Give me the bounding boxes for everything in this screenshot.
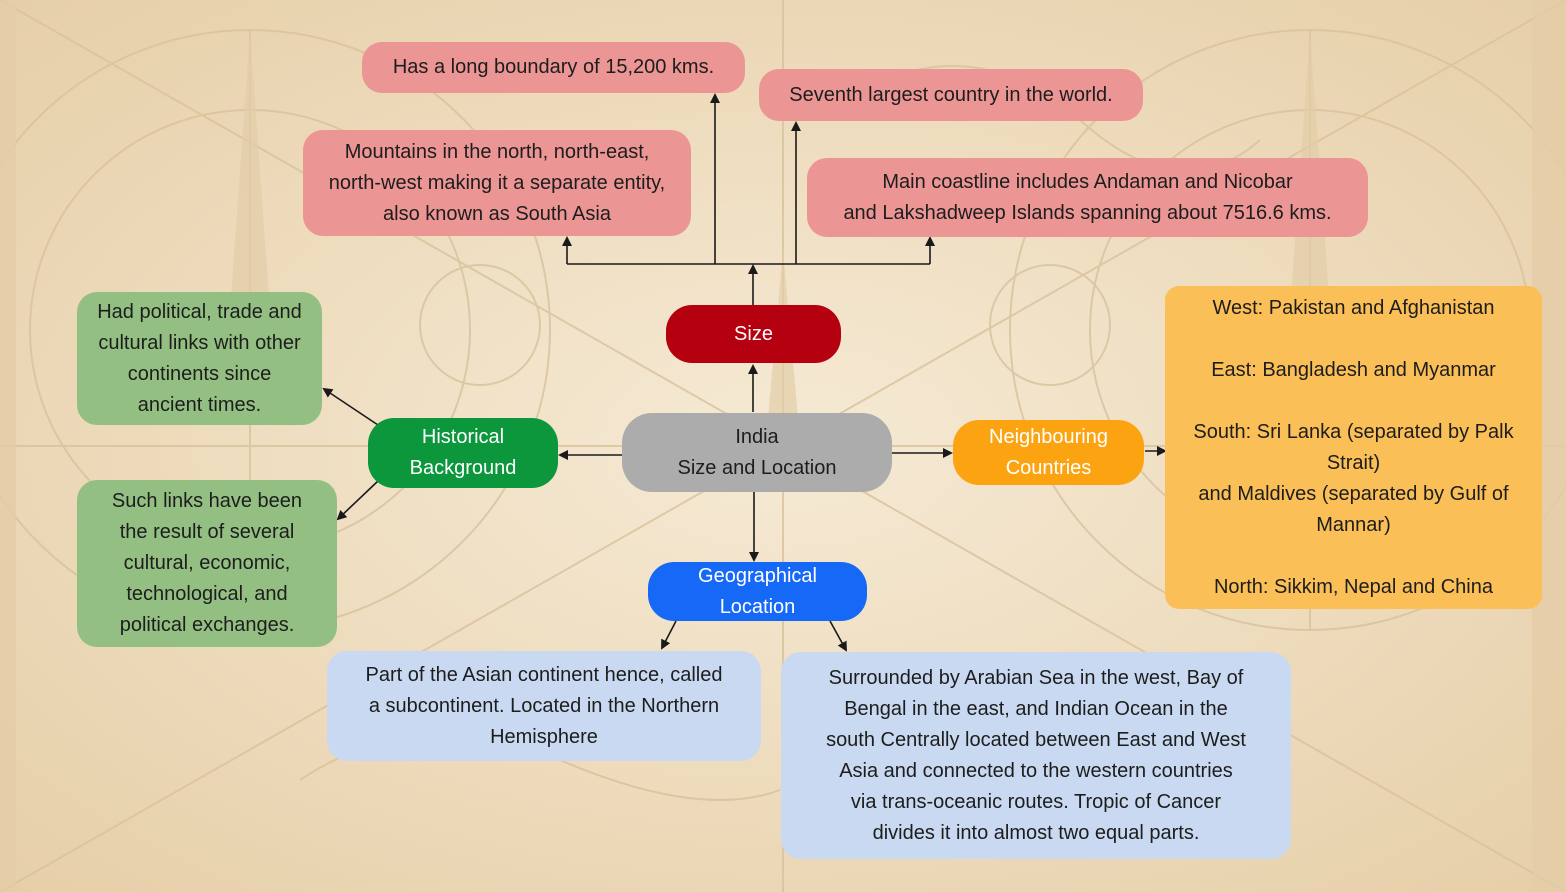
mountains-fact-line: north-west making it a separate entity, bbox=[328, 171, 666, 194]
historical-links-box: Had political, trade and cultural links … bbox=[77, 292, 322, 425]
coastline-fact-box: Main coastline includes Andaman and Nico… bbox=[807, 158, 1368, 237]
coastline-fact-line: and Lakshadweep Islands spanning about 7… bbox=[843, 201, 1332, 224]
coastline-fact-line: Main coastline includes Andaman and Nico… bbox=[882, 170, 1293, 193]
neighbour-east: East: Bangladesh and Myanmar bbox=[1211, 358, 1496, 381]
neighbouring-countries-node: Neighbouring Countries bbox=[953, 420, 1144, 485]
historical-background-node: Historical Background bbox=[368, 418, 558, 488]
surrounded-by-line: Surrounded by Arabian Sea in the west, B… bbox=[828, 666, 1244, 689]
historical-result-line: the result of several bbox=[119, 521, 295, 543]
neighbour-list-box: West: Pakistan and Afghanistan East: Ban… bbox=[1165, 286, 1542, 609]
surrounded-by-line: Asia and connected to the western countr… bbox=[839, 759, 1233, 782]
neighbour-south: and Maldives (separated by Gulf of bbox=[1198, 482, 1509, 505]
surrounded-by-line: via trans-oceanic routes. Tropic of Canc… bbox=[850, 790, 1222, 813]
neighbouring-node-label: Neighbouring bbox=[989, 425, 1108, 448]
surrounded-by-line: Bengal in the east, and Indian Ocean in … bbox=[844, 697, 1228, 720]
historical-links-line: Had political, trade and bbox=[97, 300, 302, 323]
historical-result-line: technological, and bbox=[126, 583, 288, 605]
historical-links-line: cultural links with other bbox=[98, 331, 301, 354]
historical-result-box: Such links have been the result of sever… bbox=[77, 480, 337, 647]
neighbouring-node-label: Countries bbox=[1005, 456, 1092, 479]
asian-continent-box: Part of the Asian continent hence, calle… bbox=[327, 651, 761, 761]
mountains-fact-line: Mountains in the north, north-east, bbox=[344, 140, 650, 163]
historical-node-label: Background bbox=[409, 457, 517, 479]
boundary-fact-box: Has a long boundary of 15,200 kms. bbox=[362, 42, 745, 93]
center-subtitle: Size and Location bbox=[677, 456, 837, 479]
historical-node-label: Historical bbox=[421, 426, 505, 448]
asian-continent-line: Part of the Asian continent hence, calle… bbox=[365, 663, 723, 686]
historical-result-line: Such links have been bbox=[111, 490, 303, 512]
india-center-node: India Size and Location bbox=[622, 413, 892, 492]
historical-result-line: political exchanges. bbox=[119, 614, 295, 636]
rank-fact-text: Seventh largest country in the world. bbox=[789, 83, 1113, 106]
mountains-fact-line: also known as South Asia bbox=[383, 202, 611, 225]
surrounded-by-line: divides it into almost two equal parts. bbox=[872, 821, 1200, 844]
neighbour-south: South: Sri Lanka (separated by Palk bbox=[1193, 420, 1514, 443]
asian-continent-line: Hemisphere bbox=[490, 725, 598, 748]
neighbour-north: North: Sikkim, Nepal and China bbox=[1213, 575, 1493, 598]
historical-links-line: continents since bbox=[127, 362, 272, 385]
surrounded-by-box: Surrounded by Arabian Sea in the west, B… bbox=[781, 652, 1291, 859]
geographical-node-label: Location bbox=[719, 595, 796, 618]
historical-links-line: ancient times. bbox=[137, 393, 262, 416]
geographical-location-node: Geographical Location bbox=[648, 562, 867, 621]
geographical-node-label: Geographical bbox=[698, 564, 817, 587]
asian-continent-line: a subcontinent. Located in the Northern bbox=[368, 694, 720, 717]
size-node: Size bbox=[666, 305, 841, 363]
center-title: India bbox=[735, 425, 779, 448]
neighbour-west: West: Pakistan and Afghanistan bbox=[1212, 296, 1495, 319]
rank-fact-box: Seventh largest country in the world. bbox=[759, 69, 1143, 121]
size-node-label: Size bbox=[734, 322, 773, 345]
historical-result-line: cultural, economic, bbox=[123, 552, 291, 574]
mountains-fact-box: Mountains in the north, north-east, nort… bbox=[303, 130, 691, 236]
surrounded-by-line: south Centrally located between East and… bbox=[826, 728, 1246, 751]
boundary-fact-text: Has a long boundary of 15,200 kms. bbox=[392, 56, 715, 78]
neighbour-south: Strait) bbox=[1326, 451, 1381, 474]
neighbour-south: Mannar) bbox=[1316, 513, 1391, 536]
